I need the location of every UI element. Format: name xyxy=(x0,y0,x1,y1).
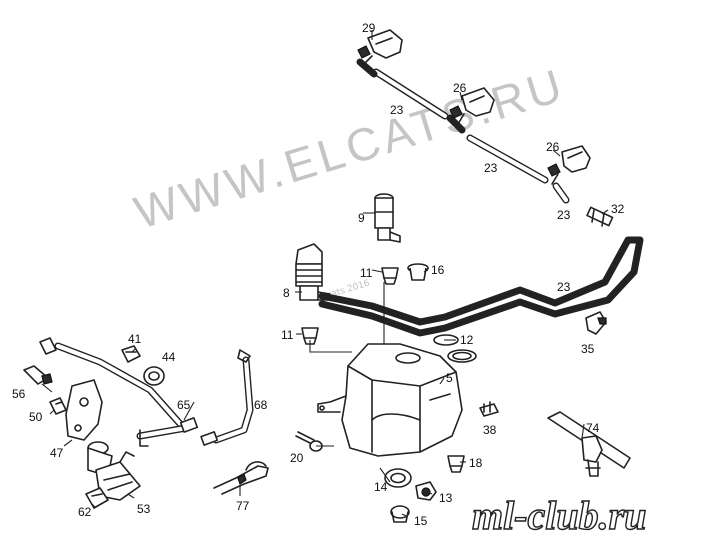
hose-65 xyxy=(54,342,190,440)
grommet-11-a xyxy=(381,267,399,285)
label-9: 9 xyxy=(358,211,365,225)
label-11-a: 11 xyxy=(360,266,373,280)
label-23-b: 23 xyxy=(484,161,498,175)
label-50: 50 xyxy=(29,410,43,424)
cable-tie-77 xyxy=(213,461,269,495)
connector-left-hose xyxy=(39,337,199,447)
label-77: 77 xyxy=(236,499,250,513)
hose-23-upper xyxy=(356,58,570,204)
label-65: 65 xyxy=(177,398,191,412)
label-41: 41 xyxy=(128,332,142,346)
label-32: 32 xyxy=(611,202,625,216)
label-11-b: 11 xyxy=(281,328,294,342)
clip-35 xyxy=(585,311,607,335)
label-23-c: 23 xyxy=(557,208,571,222)
label-29: 29 xyxy=(362,21,376,35)
label-68: 68 xyxy=(254,398,268,412)
label-13: 13 xyxy=(439,491,453,505)
label-26-b: 26 xyxy=(546,140,560,154)
clip-41 xyxy=(121,345,141,363)
label-53: 53 xyxy=(137,502,151,516)
hose-68 xyxy=(200,349,254,446)
label-62: 62 xyxy=(78,505,92,519)
label-56: 56 xyxy=(12,387,26,401)
label-8: 8 xyxy=(283,286,290,300)
label-44: 44 xyxy=(162,350,176,364)
connector-62 xyxy=(85,487,109,509)
label-74: 74 xyxy=(586,421,600,435)
nozzle-26-a xyxy=(449,87,495,125)
part-labels: 29 23 26 23 26 23 32 9 11 16 23 8 11 12 … xyxy=(12,21,625,528)
label-23-a: 23 xyxy=(390,103,404,117)
bracket-74 xyxy=(547,411,631,477)
nozzle-26-b xyxy=(547,145,591,185)
pump-9 xyxy=(374,193,401,243)
label-35: 35 xyxy=(581,342,595,356)
nozzle-29 xyxy=(357,29,403,63)
grommet-18 xyxy=(447,455,465,473)
hose-23-main xyxy=(318,236,644,337)
clip-38 xyxy=(479,401,499,417)
reservoir-5 xyxy=(317,343,463,457)
connector-32 xyxy=(586,206,614,227)
label-47: 47 xyxy=(50,446,64,460)
pump-8 xyxy=(295,243,331,301)
connector-56 xyxy=(23,365,53,385)
grommet-15 xyxy=(390,505,410,523)
label-5: 5 xyxy=(446,371,453,385)
plug-16 xyxy=(407,263,429,281)
label-38: 38 xyxy=(483,423,497,437)
grommet-44 xyxy=(143,366,165,386)
sensor-13 xyxy=(415,481,437,501)
leader-lines xyxy=(41,30,609,517)
label-15: 15 xyxy=(414,514,428,528)
label-18: 18 xyxy=(469,456,483,470)
bracket-47 xyxy=(65,379,103,441)
label-20: 20 xyxy=(290,451,304,465)
label-14: 14 xyxy=(374,480,388,494)
bolt-20 xyxy=(295,431,323,452)
seal-14 xyxy=(384,468,412,488)
label-23-d: 23 xyxy=(557,280,571,294)
ml-club-logo: ml-club.ru xyxy=(471,492,647,538)
label-26-a: 26 xyxy=(453,81,467,95)
label-12: 12 xyxy=(460,333,474,347)
label-16: 16 xyxy=(431,263,445,277)
